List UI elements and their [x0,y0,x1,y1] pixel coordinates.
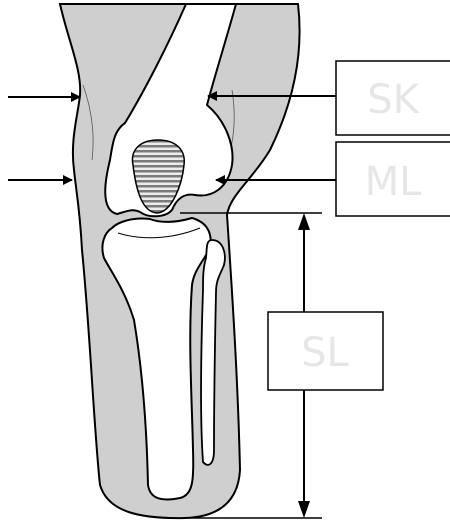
sl-arrowhead-bottom [298,501,310,518]
sk-label: SK [367,77,420,123]
sl-arrowhead-top [298,213,310,230]
sl-label: SL [301,330,349,376]
ml-label: ML [365,159,423,205]
